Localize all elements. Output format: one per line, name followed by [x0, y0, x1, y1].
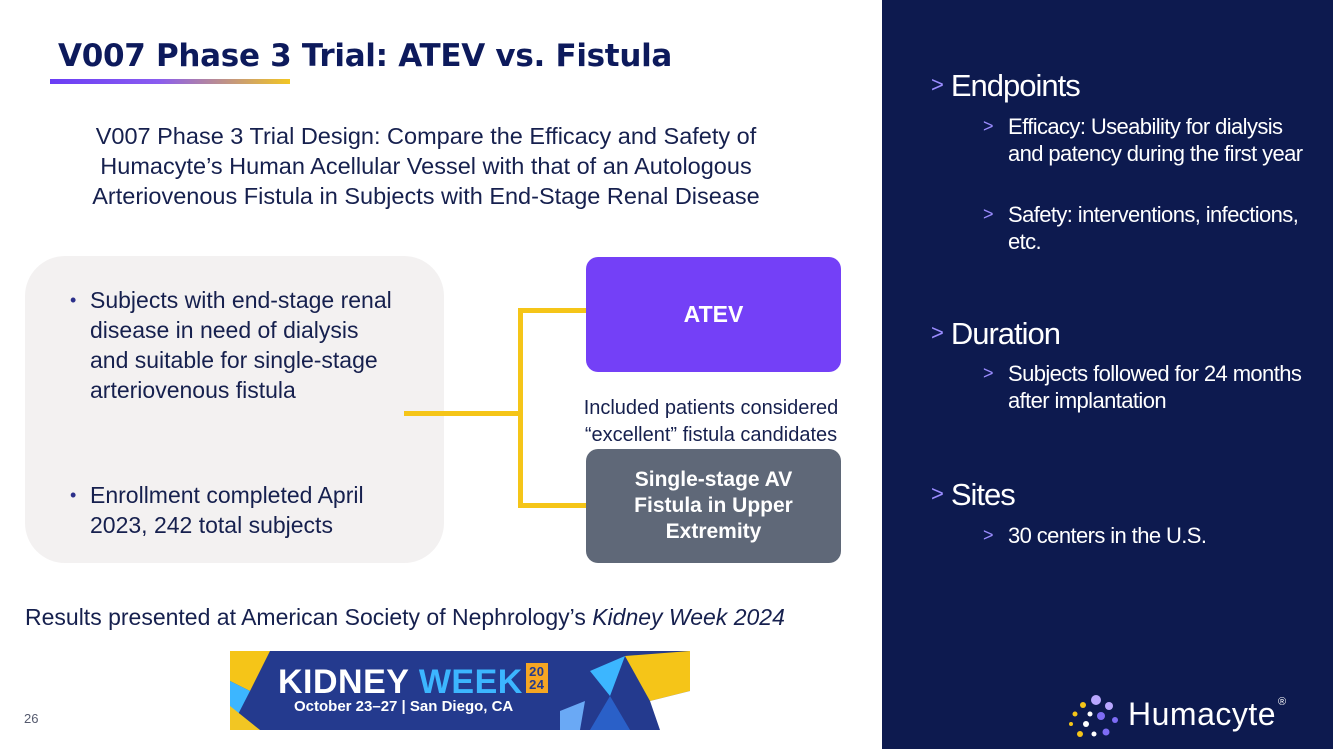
- bullet-text: Subjects with end-stage renal disease in…: [90, 287, 392, 403]
- design-line: Humacyte’s Human Acellular Vessel with t…: [100, 153, 752, 179]
- results-text: Results presented at American Society of…: [25, 604, 593, 630]
- banner-kidney: KIDNEY: [278, 663, 409, 701]
- fistula-label-line: Single-stage AV: [634, 468, 793, 491]
- chevron-icon: >: [983, 116, 994, 136]
- sites-text: 30 centers in the U.S.: [1008, 523, 1207, 548]
- right-info-panel: [882, 0, 1333, 749]
- trademark-symbol: ®: [1278, 696, 1287, 708]
- chevron-icon: >: [931, 481, 944, 506]
- connector-line-bottom: [518, 503, 596, 508]
- endpoint-text: Efficacy: Useability for dialysis and pa…: [1008, 114, 1303, 166]
- bullet-dot: •: [70, 290, 77, 310]
- bullet-text: Enrollment completed April 2023, 242 tot…: [90, 482, 364, 538]
- bullet-item: • Enrollment completed April 2023, 242 t…: [70, 480, 400, 540]
- humacyte-wordmark: Humacyte®: [1128, 696, 1287, 733]
- banner-week: WEEK: [418, 663, 523, 701]
- candidates-note: Included patients considered “excellent”…: [560, 395, 862, 449]
- trial-design-description: V007 Phase 3 Trial Design: Compare the E…: [40, 121, 812, 211]
- duration-text: Subjects followed for 24 months after im…: [1008, 361, 1302, 413]
- design-line: V007 Phase 3 Trial Design: Compare the E…: [95, 123, 757, 149]
- note-line: Included patients considered: [583, 397, 839, 419]
- banner-year-bottom: 24: [529, 677, 545, 692]
- endpoint-text: Safety: interventions, infections, etc.: [1008, 202, 1299, 254]
- logo-text: Humacyte: [1128, 696, 1277, 732]
- title-underline: [50, 79, 290, 84]
- connector-line-top: [518, 308, 623, 313]
- design-line: Arteriovenous Fistula in Subjects with E…: [92, 183, 760, 209]
- endpoint-item: > Safety: interventions, infections, etc…: [983, 201, 1303, 255]
- duration-item: > Subjects followed for 24 months after …: [983, 360, 1303, 414]
- chevron-icon: >: [983, 525, 994, 545]
- banner-year-top: 20: [529, 664, 545, 679]
- banner-subtitle: October 23–27 | San Diego, CA: [294, 698, 514, 715]
- fistula-label-line: Fistula in Upper: [634, 494, 793, 517]
- chevron-icon: >: [931, 320, 944, 345]
- connector-line-vertical: [518, 308, 523, 508]
- results-statement: Results presented at American Society of…: [25, 604, 785, 631]
- sites-heading: >Sites: [931, 477, 1016, 513]
- atev-label: ATEV: [683, 301, 744, 327]
- chevron-icon: >: [931, 72, 944, 97]
- chevron-icon: >: [983, 363, 994, 383]
- heading-text: Duration: [950, 316, 1061, 351]
- heading-text: Sites: [950, 477, 1016, 512]
- bullet-dot: •: [70, 485, 77, 505]
- connector-line-horizontal: [404, 411, 523, 416]
- fistula-label-line: Extremity: [665, 520, 762, 543]
- results-italic: Kidney Week 2024: [592, 604, 785, 630]
- endpoint-item: > Efficacy: Useability for dialysis and …: [983, 113, 1303, 167]
- endpoints-heading: >Endpoints: [931, 68, 1081, 104]
- banner-graphic: [230, 651, 690, 730]
- sites-item: > 30 centers in the U.S.: [983, 522, 1303, 549]
- note-line: “excellent” fistula candidates: [584, 424, 838, 446]
- slide-title: V007 Phase 3 Trial: ATEV vs. Fistula: [58, 38, 673, 74]
- humacyte-logo-icon: [1069, 695, 1118, 737]
- page-number: 26: [24, 711, 39, 726]
- inclusion-criteria-box: [25, 256, 444, 563]
- chevron-icon: >: [983, 204, 994, 224]
- bullet-item: • Subjects with end-stage renal disease …: [70, 285, 400, 405]
- heading-text: Endpoints: [950, 68, 1081, 103]
- atev-arm-box: ATEV: [586, 257, 841, 372]
- fistula-arm-box: Single-stage AV Fistula in Upper Extremi…: [586, 449, 841, 563]
- duration-heading: >Duration: [931, 316, 1061, 352]
